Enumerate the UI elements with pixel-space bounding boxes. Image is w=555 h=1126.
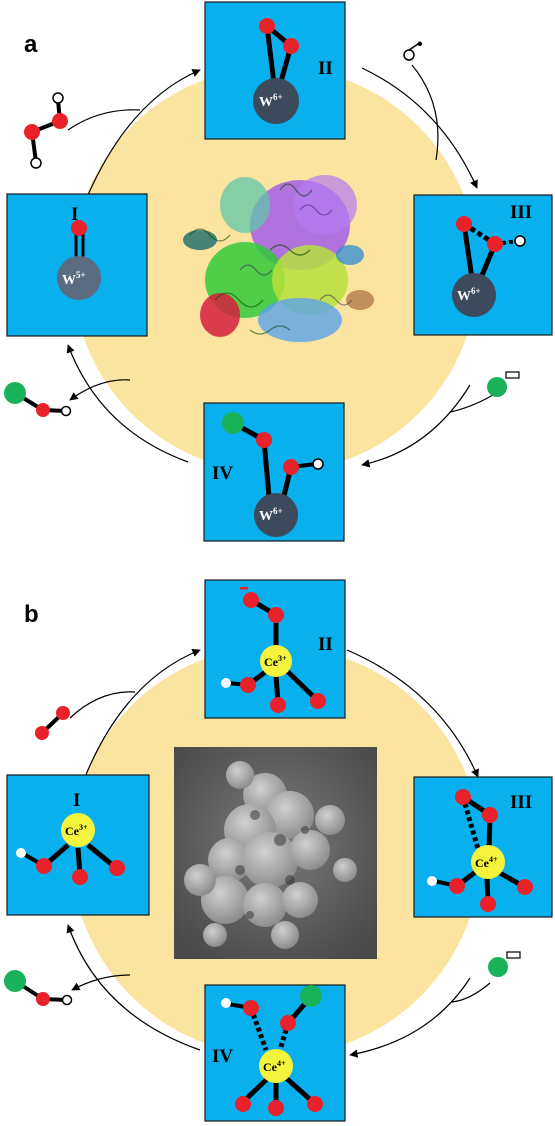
cycle-arrow-b-1 <box>84 648 201 778</box>
hypochlorous-acid-b <box>4 970 73 1006</box>
panel-a: a • <box>4 1 553 542</box>
state-box-b-III: Ce4+ III <box>413 776 553 918</box>
metal-label-b-I: Ce3+ <box>65 823 88 838</box>
superoxide-charge-mark <box>240 587 248 590</box>
panel-a-label: a <box>24 31 38 58</box>
radical-dot-label: • <box>417 36 423 53</box>
state-numeral-b-III: III <box>510 792 532 813</box>
cycle-arrow-b-4 <box>66 924 201 1051</box>
sem-micrograph-image <box>174 747 377 959</box>
metal-label-b-II: Ce3+ <box>264 654 287 669</box>
metal-label-a-II: W6+ <box>259 92 283 110</box>
hocl-exit-arrow-b <box>71 974 131 991</box>
h2o2-entry-arrow <box>67 109 141 131</box>
metal-label-a-III: W6+ <box>457 286 481 304</box>
state-numeral-b-IV: IV <box>212 1046 233 1067</box>
state-box-a-I: W5+ I <box>6 193 148 337</box>
cycle-arrow-b-2 <box>346 649 479 778</box>
cycle-arrow-a-4 <box>66 344 189 463</box>
cycle-arrow-a-2 <box>361 67 478 189</box>
panel-b-label: b <box>24 601 39 628</box>
cycle-arrow-a-3 <box>361 384 471 468</box>
chloride-anion-b <box>488 951 521 977</box>
state-box-b-II: Ce3+ II <box>204 579 346 719</box>
state-numeral-a-I: I <box>71 204 78 225</box>
state-box-a-IV: W6+ IV <box>203 402 345 542</box>
state-box-a-III: W6+ III <box>413 194 553 336</box>
metal-label-a-IV: W6+ <box>259 506 283 524</box>
hydroxyl-radical: • <box>403 36 423 61</box>
metal-label-a-I: W5+ <box>62 270 86 288</box>
state-numeral-a-II: II <box>318 58 333 79</box>
cycle-arrow-b-3 <box>349 977 471 1058</box>
state-box-b-I: Ce3+ I <box>6 774 150 916</box>
chloride-entry-arrow-b <box>451 982 491 1003</box>
state-numeral-a-IV: IV <box>212 463 233 484</box>
state-numeral-b-I: I <box>73 790 80 811</box>
metal-label-b-IV: Ce4+ <box>263 1059 286 1074</box>
metal-label-b-III: Ce4+ <box>475 855 498 870</box>
chloride-entry-arrow-a <box>449 394 494 413</box>
cycle-arrow-a-1 <box>87 69 201 196</box>
state-numeral-a-III: III <box>510 202 532 223</box>
state-numeral-b-II: II <box>318 634 333 655</box>
oh-radical-exit-arrow <box>411 64 439 161</box>
hypochlorous-acid-a <box>4 382 72 417</box>
panel-b: b <box>4 579 553 1122</box>
state-box-a-II: W6+ II <box>204 1 346 140</box>
hydrogen-peroxide-molecule <box>24 92 68 169</box>
state-box-b-IV: Ce4+ IV <box>204 984 346 1122</box>
chloride-anion-a <box>487 371 520 397</box>
hocl-exit-arrow-a <box>69 379 131 401</box>
oxygen-molecule <box>35 706 70 740</box>
o2-entry-arrow <box>69 691 136 719</box>
protein-structure-image <box>183 175 374 342</box>
